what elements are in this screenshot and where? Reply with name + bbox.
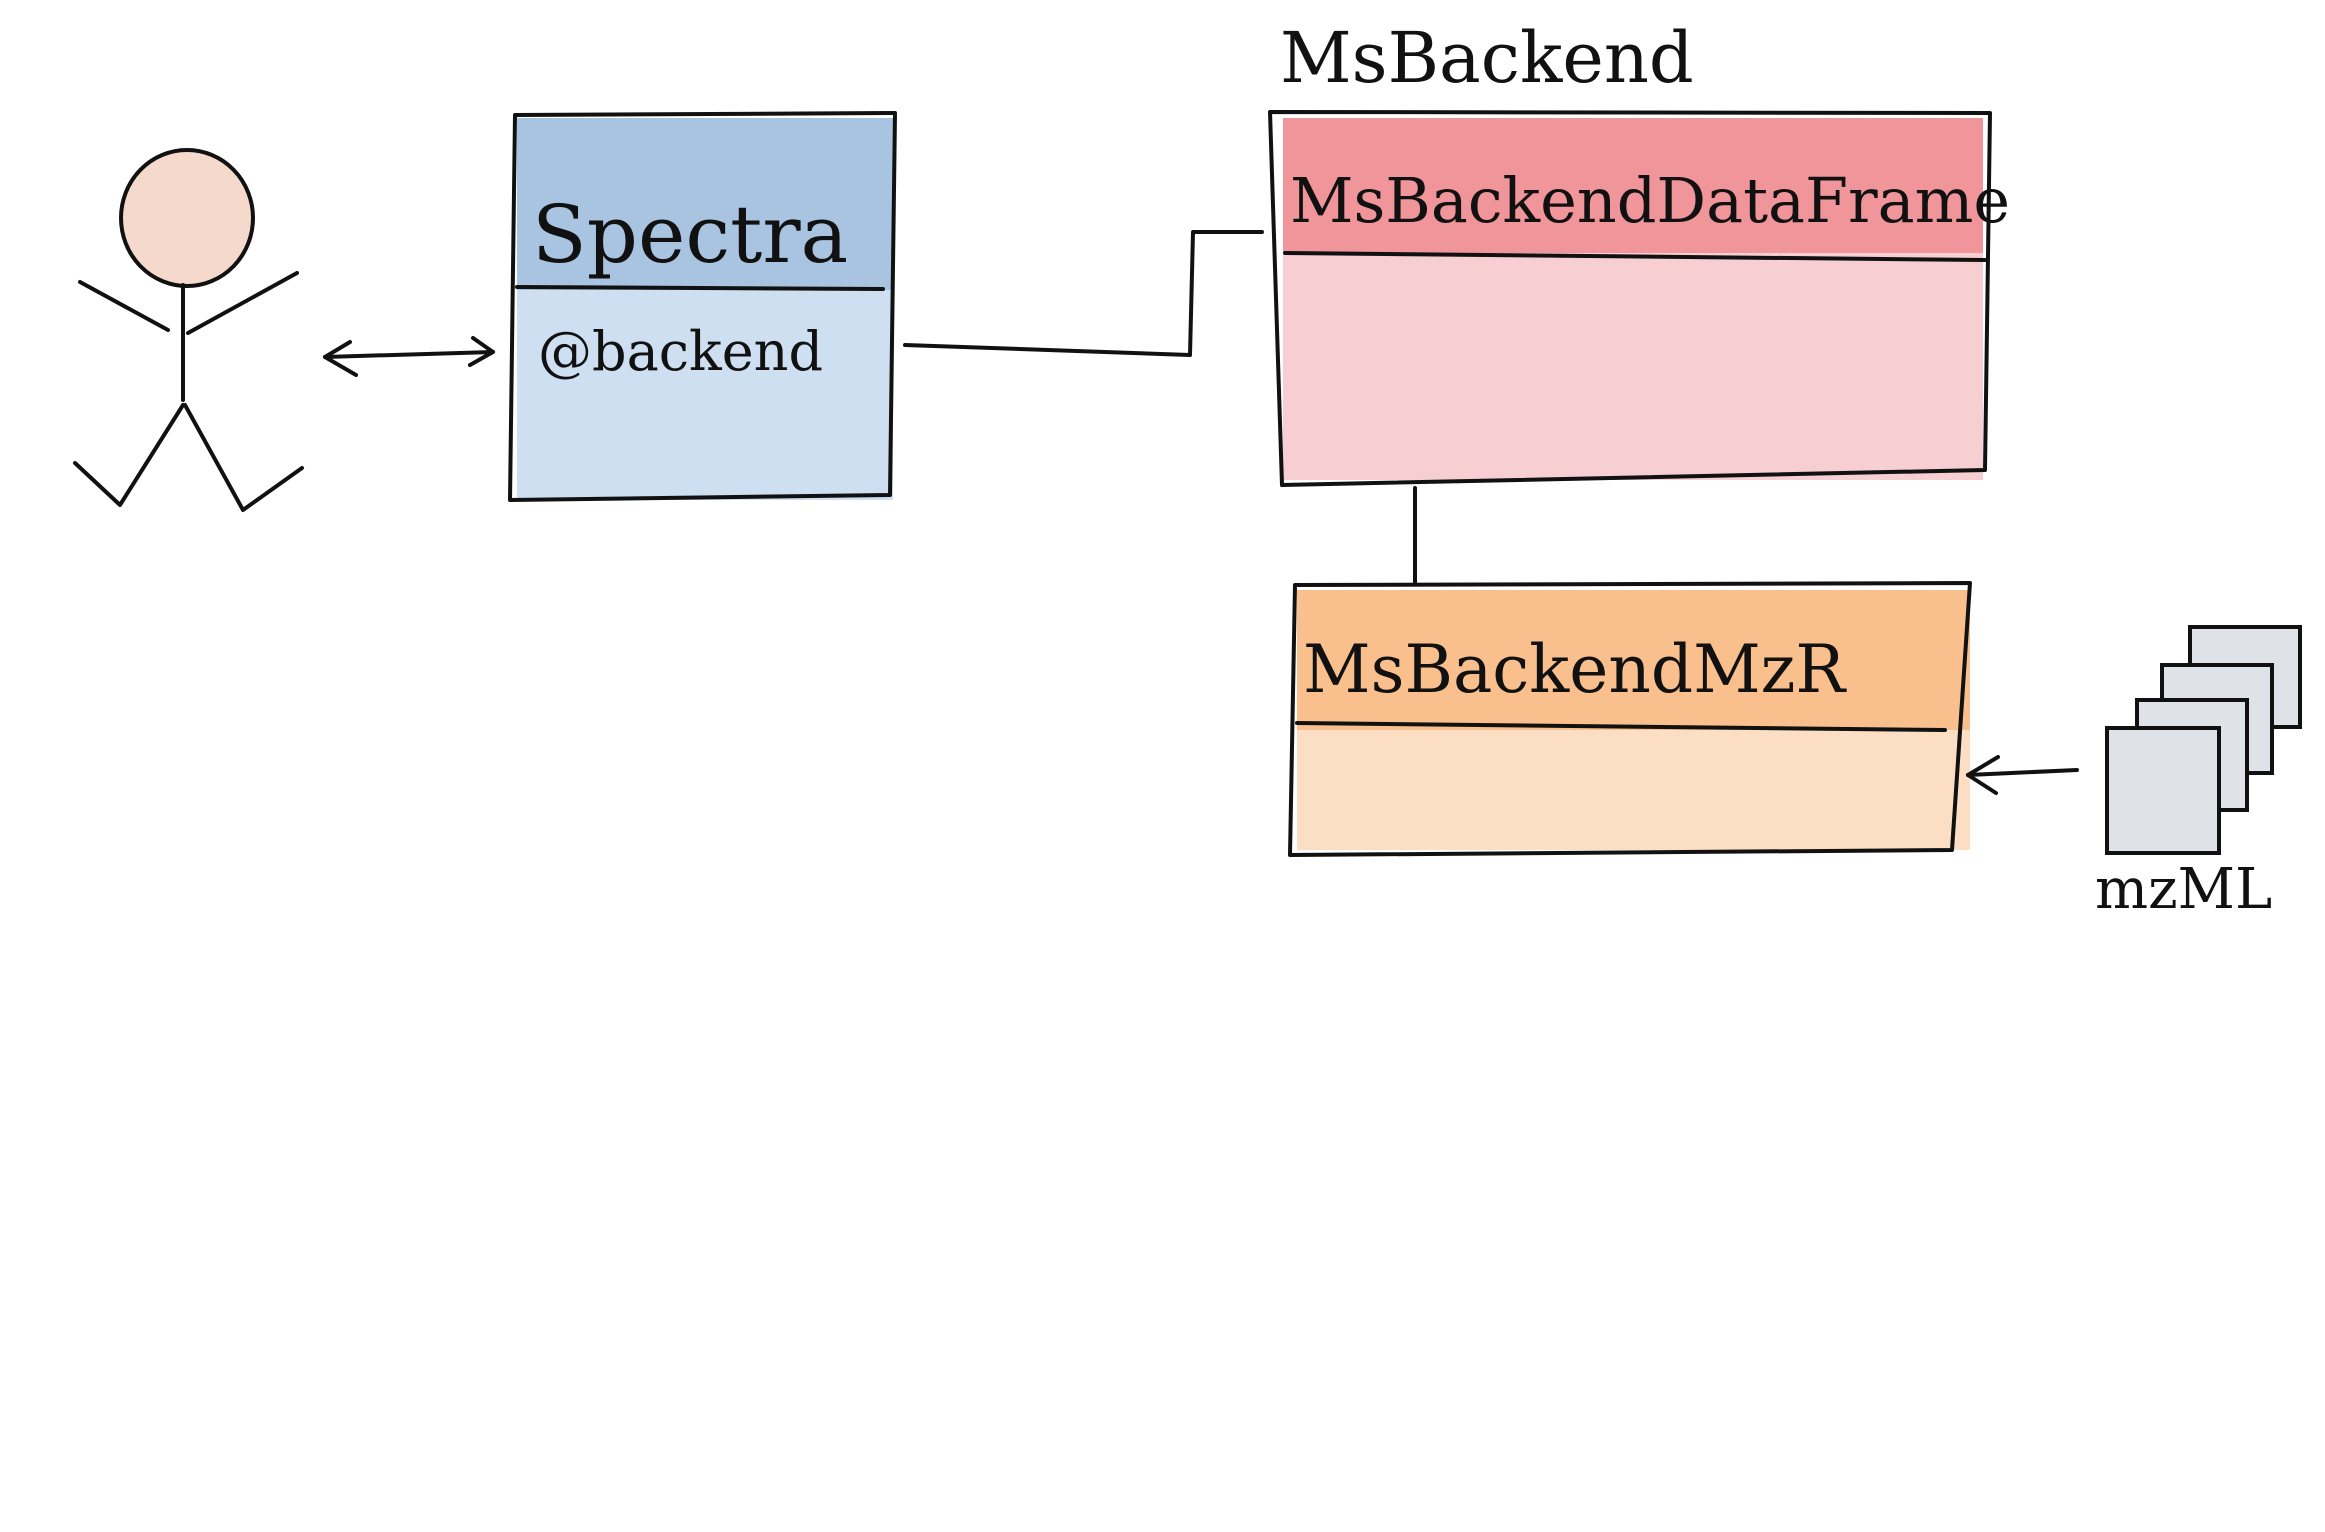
- dataframe-header-area: [1283, 118, 1983, 253]
- mzr-body-area: [1297, 730, 1970, 850]
- files-to-mzr-arrow: [1966, 755, 2079, 795]
- mzml-label: mzML: [2095, 857, 2272, 922]
- dataframe-body-area: [1283, 253, 1983, 480]
- msbackend-mzr-box: MsBackendMzR: [1288, 581, 1972, 857]
- user-right-leg: [183, 403, 304, 512]
- user-spectra-double-arrow: [323, 336, 495, 377]
- spectra-body-area: [517, 290, 893, 500]
- msbackend-group-title: MsBackend: [1280, 17, 1694, 99]
- mzr-header-area: [1297, 590, 1970, 730]
- msbackend-dataframe-title: MsBackendDataFrame: [1290, 164, 2010, 237]
- user-left-arm: [78, 280, 170, 332]
- spectra-class-box: Spectra @backend: [508, 111, 897, 502]
- msbackend-dataframe-box: MsBackendDataFrame: [1268, 110, 2010, 487]
- user-right-arm: [186, 271, 299, 335]
- spectra-header-area: [517, 118, 893, 290]
- user-stick-figure: [73, 148, 304, 512]
- spectra-title: Spectra: [532, 188, 848, 281]
- spectra-to-backend-connector: [903, 230, 1264, 357]
- msbackend-mzr-title: MsBackendMzR: [1303, 631, 1847, 708]
- user-left-leg: [73, 403, 185, 507]
- user-head: [119, 148, 255, 288]
- mzml-file-stack-icon: [2105, 625, 2302, 855]
- spectra-slot-backend: @backend: [538, 320, 823, 383]
